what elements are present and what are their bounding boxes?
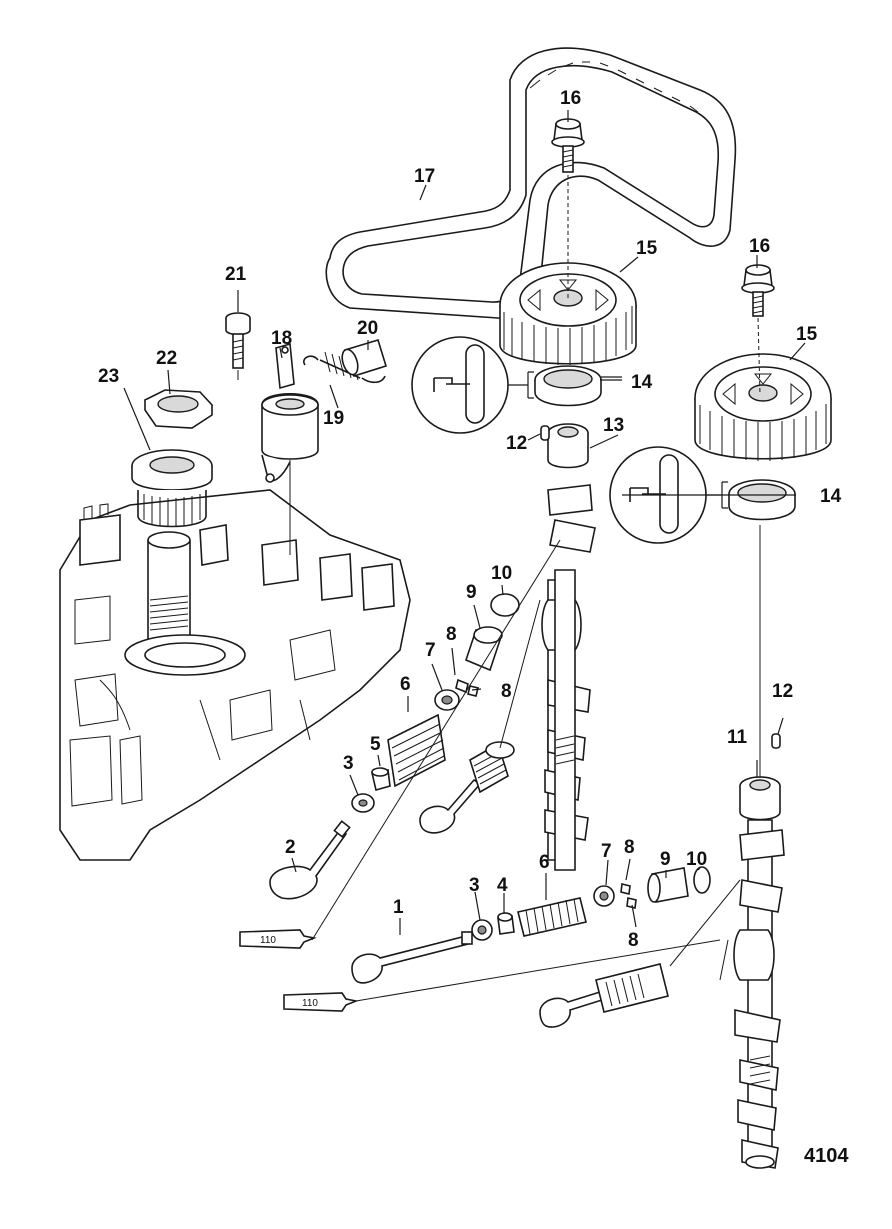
lifter-9b: [647, 867, 689, 903]
valve-spring-6a: [387, 713, 446, 788]
sealant-label-1: 110: [260, 935, 276, 946]
callout-10-upper: 10: [491, 563, 512, 584]
callout-9-lower: 9: [660, 849, 671, 870]
callout-10-lower: 10: [686, 849, 707, 870]
spring-retainer-7b: [593, 885, 615, 907]
valve-spring-6b: [517, 897, 587, 937]
tensioner-sleeve-20: [341, 339, 387, 377]
tensioner-arm-18: [261, 342, 319, 483]
callout-8-upper-b: 8: [501, 681, 512, 702]
seal-detail-1: [411, 336, 534, 434]
callout-labels: 16 17 15 16 15 14 14 12 13 21 18 20 19 2…: [98, 88, 849, 1167]
callout-20: 20: [357, 318, 378, 339]
valve-1: [269, 820, 351, 900]
assembled-valve-2: [539, 963, 669, 1028]
callout-22: 22: [156, 348, 177, 369]
oil-seal-2: [728, 479, 796, 521]
callout-11: 11: [727, 727, 748, 748]
callout-16-right: 16: [749, 236, 770, 257]
callout-13: 13: [603, 415, 624, 436]
sealant-label-2: 110: [302, 998, 318, 1009]
callout-7-lower: 7: [601, 841, 612, 862]
sealant-tube-2: 110: [283, 992, 359, 1012]
callout-8-lower-b: 8: [628, 930, 639, 951]
lifter-9a: [465, 626, 503, 672]
tensioner-bolt-21: [225, 312, 251, 369]
callout-15-right: 15: [796, 324, 818, 345]
camshaft-1: [541, 423, 596, 871]
valve-seat-3b: [471, 919, 493, 941]
shim-10b: [693, 866, 711, 894]
callout-6-lower: 6: [539, 852, 550, 873]
leader-lines: [123, 110, 806, 935]
spring-retainer-7a: [434, 689, 460, 711]
callout-18: 18: [271, 328, 292, 349]
callout-14-left: 14: [631, 372, 653, 393]
callout-6-upper: 6: [400, 674, 411, 695]
callout-15-left: 15: [636, 238, 658, 259]
callout-8-lower-a: 8: [624, 837, 635, 858]
valve-keepers-8a: [455, 678, 479, 697]
valve-stem-seal-5: [371, 767, 391, 791]
assembled-valve-1: [419, 741, 515, 834]
valve-keepers-8b: [620, 883, 637, 909]
callout-9-upper: 9: [466, 582, 477, 603]
figure-number: 4104: [804, 1145, 849, 1167]
drive-gear-23: [131, 449, 213, 528]
callout-2: 2: [285, 837, 296, 858]
assembly-lines: [237, 175, 761, 1002]
callout-3-lower: 3: [469, 875, 480, 896]
callout-17: 17: [414, 166, 435, 187]
callout-1: 1: [393, 897, 404, 918]
callout-5: 5: [370, 734, 381, 755]
callout-12-left: 12: [506, 433, 527, 454]
shim-10a: [490, 593, 520, 617]
pulley-bolt-2: [741, 264, 775, 317]
dowel-pin-2: [771, 733, 781, 749]
callout-12-right: 12: [772, 681, 793, 702]
oil-seal-1: [534, 365, 602, 407]
sealant-tube-1: 110: [239, 929, 317, 949]
pulley-bolt-1: [551, 118, 585, 173]
valve-stem-seal-4: [497, 912, 515, 935]
camshaft-pulley-2: [694, 353, 832, 461]
callout-16-top: 16: [560, 88, 581, 109]
camshaft-pulley-1: [499, 262, 637, 365]
callout-7-upper: 7: [425, 640, 436, 661]
callout-19: 19: [323, 408, 344, 429]
callout-23: 23: [98, 366, 119, 387]
powerhead-block: [59, 489, 411, 861]
dowel-pin-1: [540, 425, 550, 441]
valve-seat-3a: [351, 793, 375, 813]
camshaft-2: [733, 776, 785, 1169]
callout-8-upper-a: 8: [446, 624, 457, 645]
flywheel-nut-22: [143, 389, 214, 429]
callout-4: 4: [497, 875, 508, 896]
valve-2: [351, 931, 473, 984]
callout-3-upper: 3: [343, 753, 354, 774]
callout-14-right: 14: [820, 486, 842, 507]
callout-21: 21: [225, 264, 247, 285]
